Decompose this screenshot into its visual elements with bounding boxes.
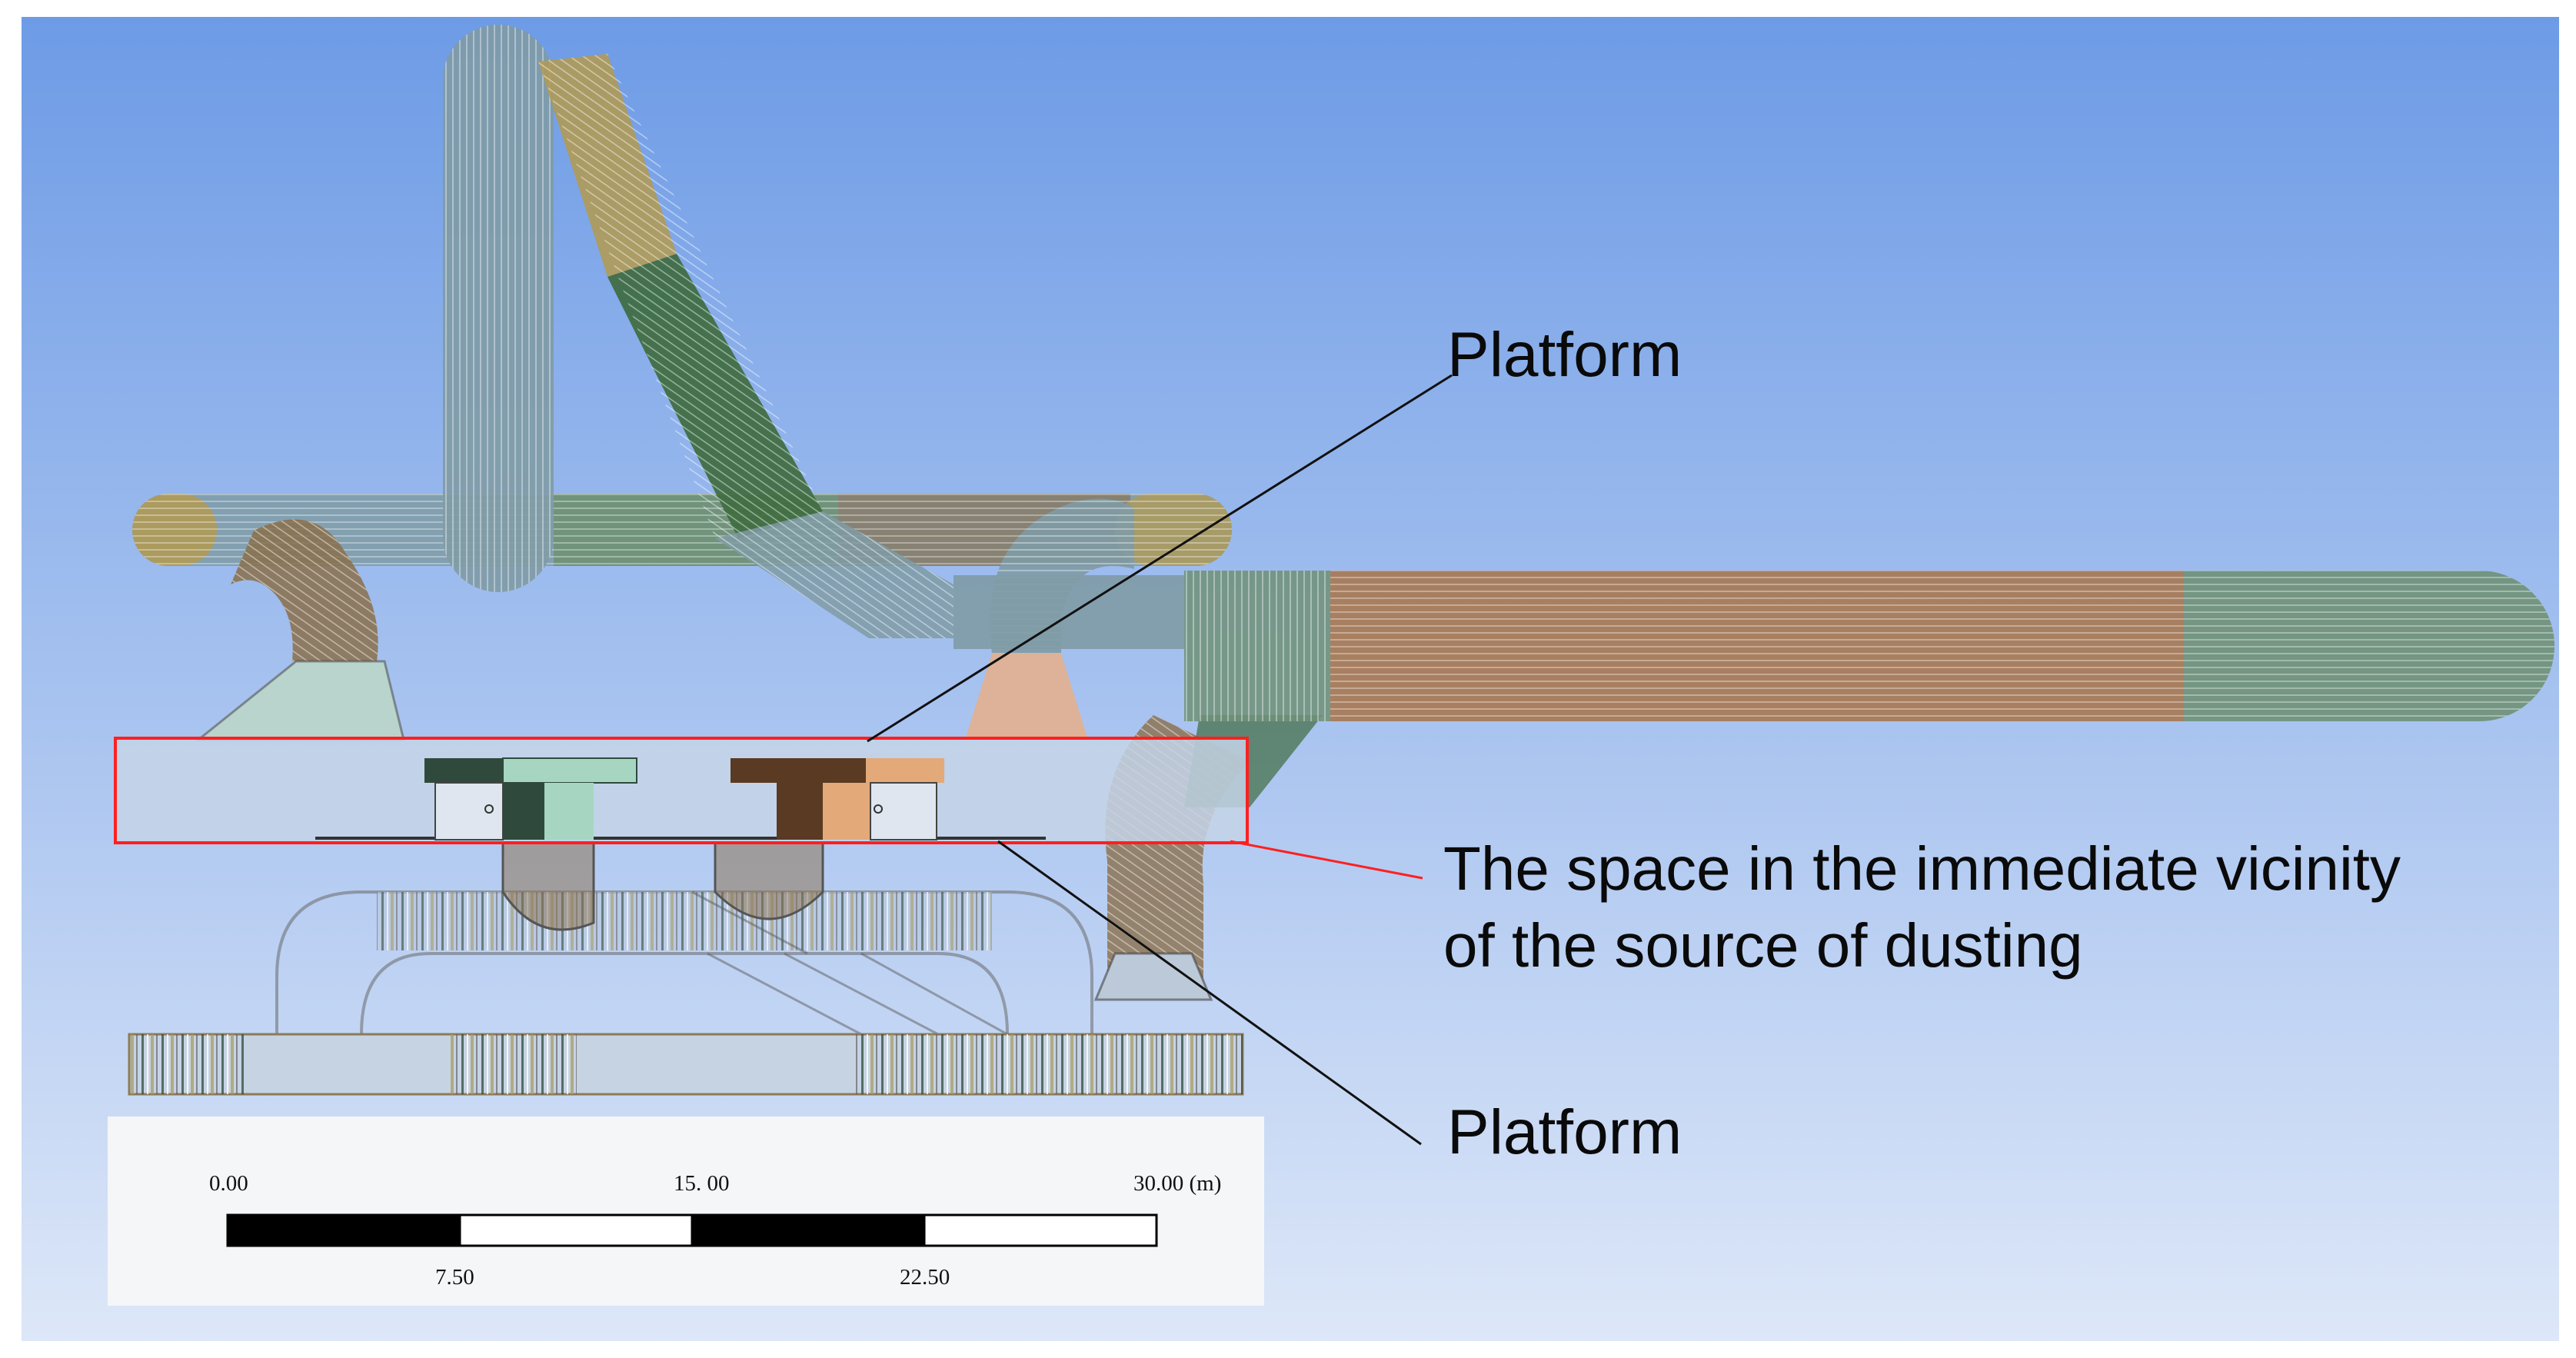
lower-duct-loop <box>275 890 1093 1036</box>
hood-left-ubend <box>501 843 595 931</box>
hood-right-stem-dark <box>777 783 823 840</box>
hood-right-cap-dark <box>731 758 866 783</box>
hood-left-cap-mint <box>502 757 637 784</box>
scale-label-30: 30.00 (m) <box>1133 1171 1222 1196</box>
hood-left-stem-dark <box>503 783 544 840</box>
left-elbow-hatch <box>231 519 378 661</box>
dusting-vicinity-box <box>114 737 1249 844</box>
hood-left-stem-mint <box>544 783 594 840</box>
outlet-end-hatch <box>2184 571 2554 721</box>
label-dusting-vicinity-line1: The space in the immediate vicinity <box>1443 834 2401 903</box>
leader-vicinity <box>1230 840 1423 880</box>
leader-platform-top <box>867 374 1453 743</box>
diagonal-duct <box>538 54 954 638</box>
hood-right-bolt <box>874 804 883 814</box>
hood-left-cap-dark <box>424 758 503 783</box>
scale-bar <box>108 1117 1264 1306</box>
outlet-transition <box>954 575 1184 649</box>
outlet-green-hatch <box>1184 571 1330 721</box>
upper-duct-hatch <box>132 494 1232 566</box>
hood-right-ubend <box>714 843 824 920</box>
label-dusting-vicinity: The space in the immediate vicinity of t… <box>1443 830 2401 984</box>
outlet-tan-hatch <box>1330 571 2184 721</box>
dust-hood-right <box>714 758 944 920</box>
leader-platform-bottom <box>997 840 1422 1146</box>
scale-label-0: 0.00 <box>209 1171 248 1196</box>
hood-right-cap-peach <box>866 758 944 783</box>
scale-label-15: 15. 00 <box>674 1171 730 1196</box>
lower-loop-diagonals <box>691 890 1008 1036</box>
lower-loop-top-band-hatch <box>377 892 992 950</box>
bottom-duct-hatch-right <box>854 1034 1243 1094</box>
label-platform-top: Platform <box>1447 320 1682 390</box>
bottom-duct-hatch-mid <box>450 1034 577 1094</box>
scale-seg-4 <box>923 1213 1158 1247</box>
scale-label-7-5: 7.50 <box>435 1265 474 1290</box>
platform-band <box>115 740 1247 843</box>
upper-left-duct <box>132 494 1232 566</box>
hood-right-stem-peach <box>823 783 870 840</box>
stack-hatch <box>443 25 554 592</box>
scale-seg-2 <box>458 1213 694 1247</box>
bottom-duct-hatch-left <box>129 1034 245 1094</box>
scale-panel <box>108 1117 1264 1306</box>
hood-left-bolt <box>484 804 494 814</box>
main-outlet-duct <box>954 571 2554 721</box>
diagonal-hatch <box>538 54 954 638</box>
bottom-duct <box>128 1033 1244 1096</box>
label-dusting-vicinity-line2: of the source of dusting <box>1443 911 2083 980</box>
left-elbow-duct <box>195 519 405 741</box>
right-elbow-funnel <box>1093 952 1213 1001</box>
platform-fill <box>115 740 1247 843</box>
scale-seg-3 <box>691 1213 926 1247</box>
middle-hood <box>965 654 1088 740</box>
vertical-stack <box>443 25 554 592</box>
scale-label-22-5: 22.50 <box>900 1265 950 1290</box>
label-platform-bottom: Platform <box>1447 1097 1682 1167</box>
scale-seg-1 <box>226 1213 461 1247</box>
dust-hood-left <box>424 757 637 931</box>
lower-loop-inner <box>360 952 1009 1035</box>
